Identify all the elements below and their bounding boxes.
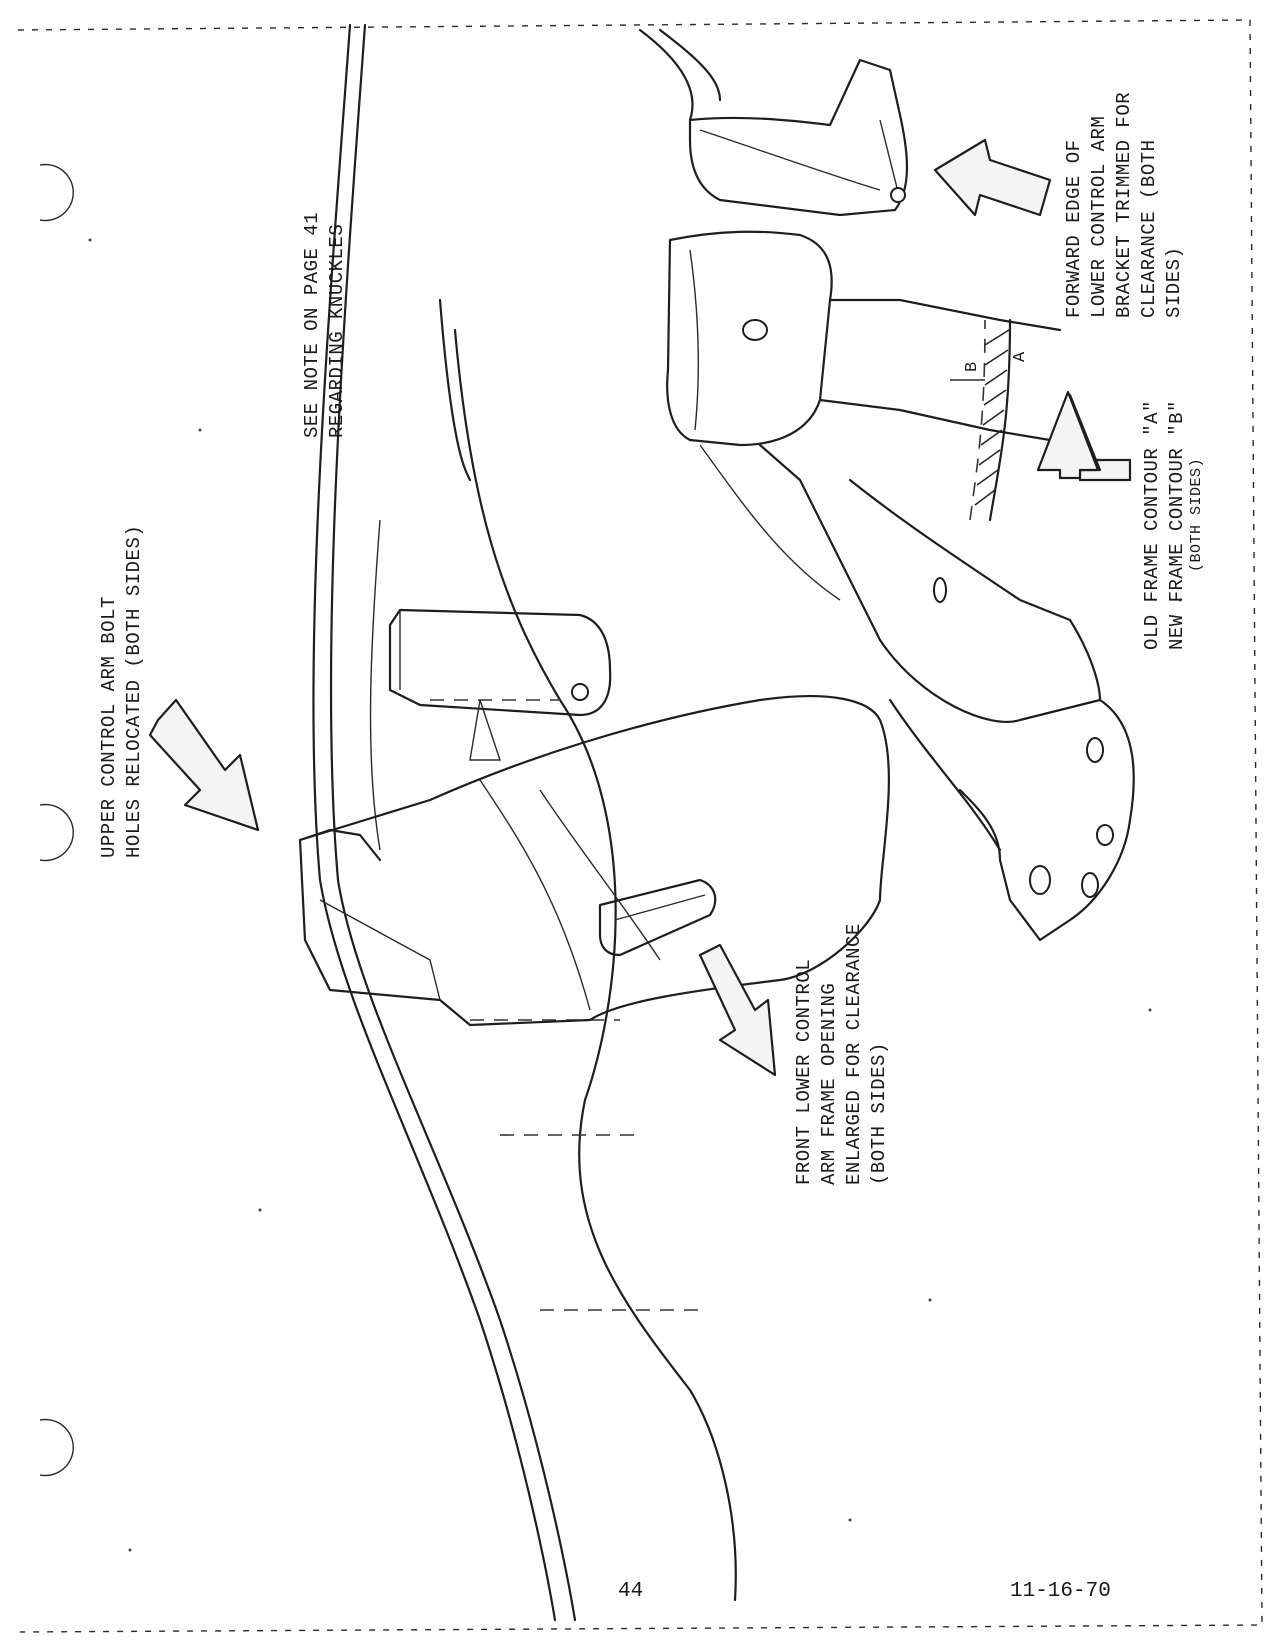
cross-member: [298, 694, 890, 1027]
label-frame-contour: OLD FRAME CONTOUR "A" NEW FRAME CONTOUR …: [1141, 400, 1205, 650]
frame-rail-inner: [430, 298, 737, 1602]
contour-marker-a: A: [1011, 351, 1030, 362]
date-stamp: 11-16-70: [1010, 1580, 1111, 1603]
contour-marker-b: B: [963, 361, 982, 372]
label-upper-control-arm: UPPER CONTROL ARM BOLT HOLES RELOCATED (…: [98, 524, 145, 858]
binder-holes: [39, 163, 74, 1477]
page-border: [17, 19, 1263, 1633]
forward-edge-arrow: [933, 138, 1052, 217]
front-box-section: [666, 230, 1062, 642]
upper-arm-arrow: [148, 698, 260, 832]
contour-arrow: [1036, 390, 1132, 482]
lower-arm-arrow: [698, 943, 777, 1077]
scan-marks: [88, 238, 1182, 1552]
frame-extension: [848, 478, 1135, 942]
label-forward-edge: FORWARD EDGE OF LOWER CONTROL ARM BRACKE…: [1063, 91, 1185, 318]
lower-arm-bracket: [638, 28, 909, 217]
upper-bracket: [388, 608, 612, 761]
frame-opening: [598, 878, 717, 957]
label-front-lower-control-arm: FRONT LOWER CONTROL ARM FRAME OPENING EN…: [793, 923, 890, 1185]
contour-hatching: [950, 318, 1012, 522]
frame-rail-outer: [312, 23, 577, 1622]
label-see-note: SEE NOTE ON PAGE 41 REGARDING KNUCKLES: [301, 211, 348, 438]
page-number: 44: [618, 1580, 644, 1603]
